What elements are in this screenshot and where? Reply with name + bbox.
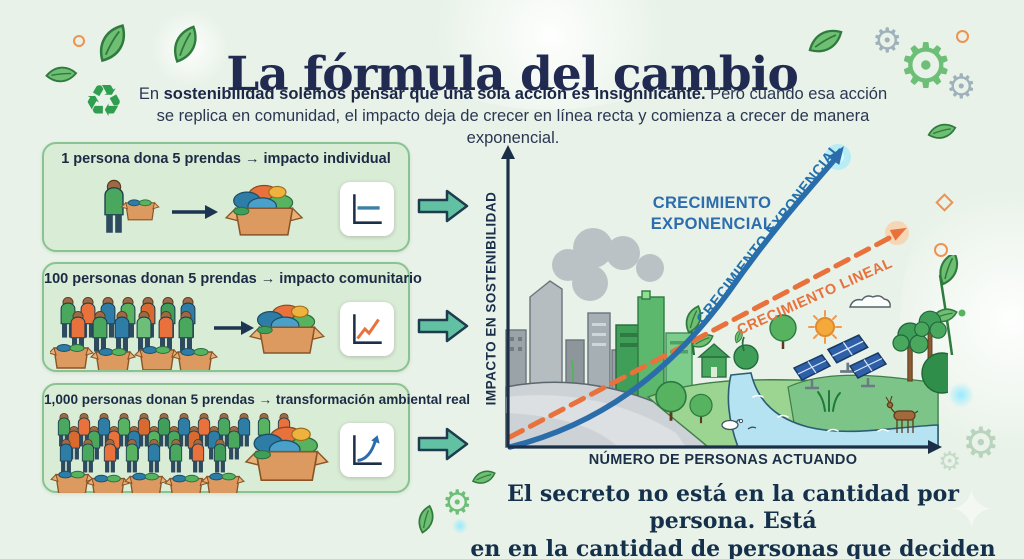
- subtitle: En sostenibilidad solemos pensar que una…: [132, 84, 894, 149]
- arrow-right-icon: [417, 309, 469, 343]
- conclusion-line2: en en la cantidad de personas que decide…: [470, 535, 996, 559]
- recycle-icon: ♻: [84, 77, 124, 126]
- gear-icon: ⚙: [962, 419, 1000, 466]
- subtitle-prefix: En: [138, 85, 164, 103]
- landscape-chart-illustration: [501, 144, 963, 454]
- x-axis-label: NÚMERO DE PERSONAS ACTUANDO: [588, 452, 858, 468]
- circle-accent-icon: [73, 35, 85, 47]
- y-axis-label: IMPACTO EN SOSTENIBILIDAD: [483, 191, 499, 406]
- scenario-card-transformation: 1,000 personas donan 5 prendas → transfo…: [42, 383, 471, 493]
- subtitle-rest: Pero cuando esa acción se replica en com…: [156, 85, 888, 147]
- donation-illustration-community: [50, 296, 325, 370]
- exponential-curve-chart-icon: [340, 423, 394, 477]
- donation-illustration-transformation: [50, 412, 329, 493]
- growth-chart: IMPACTO EN SOSTENIBILIDAD NÚMERO DE PERS…: [484, 135, 963, 468]
- gear-icon: ⚙: [442, 484, 473, 522]
- donation-illustration-individual: [104, 179, 303, 236]
- arrow-right-icon: [417, 427, 469, 461]
- gear-icon: ⚙: [946, 68, 977, 106]
- arrow-right-icon: [417, 189, 469, 223]
- scenario-card-individual: 1 persona dona 5 prendas → impacto indiv…: [42, 142, 410, 252]
- scenario-title: 100 personas donan 5 prendas → impacto c…: [44, 271, 422, 287]
- sparkle-icon: ✦: [948, 478, 995, 541]
- gear-icon: ⚙: [938, 446, 962, 476]
- subtitle-bold: sostenibilidad solemos pensar que una so…: [163, 85, 706, 103]
- circle-accent-icon: [934, 243, 948, 257]
- exponential-caption-line2: EXPONENCIAL: [650, 214, 774, 233]
- glow-dot: [948, 382, 974, 408]
- scenario-card-community: 100 personas donan 5 prendas → impacto c…: [42, 262, 422, 372]
- circle-accent-icon: [956, 30, 969, 43]
- gear-icon: ⚙: [898, 32, 954, 101]
- exponential-caption-line1: CRECIMIENTO: [652, 194, 772, 212]
- exponential-caption: CRECIMIENTO EXPONENCIAL: [646, 193, 778, 234]
- scenario-title: 1,000 personas donan 5 prendas → transfo…: [44, 392, 471, 407]
- scenario-title: 1 persona dona 5 prendas → impacto indiv…: [61, 151, 391, 167]
- page-title: La fórmula del cambio: [226, 47, 799, 103]
- plant-branch-icon: [922, 251, 968, 359]
- gear-icon: ⚙: [872, 22, 903, 60]
- flat-line-chart-icon: [340, 182, 394, 236]
- leaf-icon: [408, 502, 446, 541]
- rising-zigzag-chart-icon: [340, 302, 394, 356]
- conclusion-text: El secreto no está en la cantidad por pe…: [455, 481, 1011, 559]
- conclusion-line1: El secreto no está en la cantidad por pe…: [507, 481, 959, 535]
